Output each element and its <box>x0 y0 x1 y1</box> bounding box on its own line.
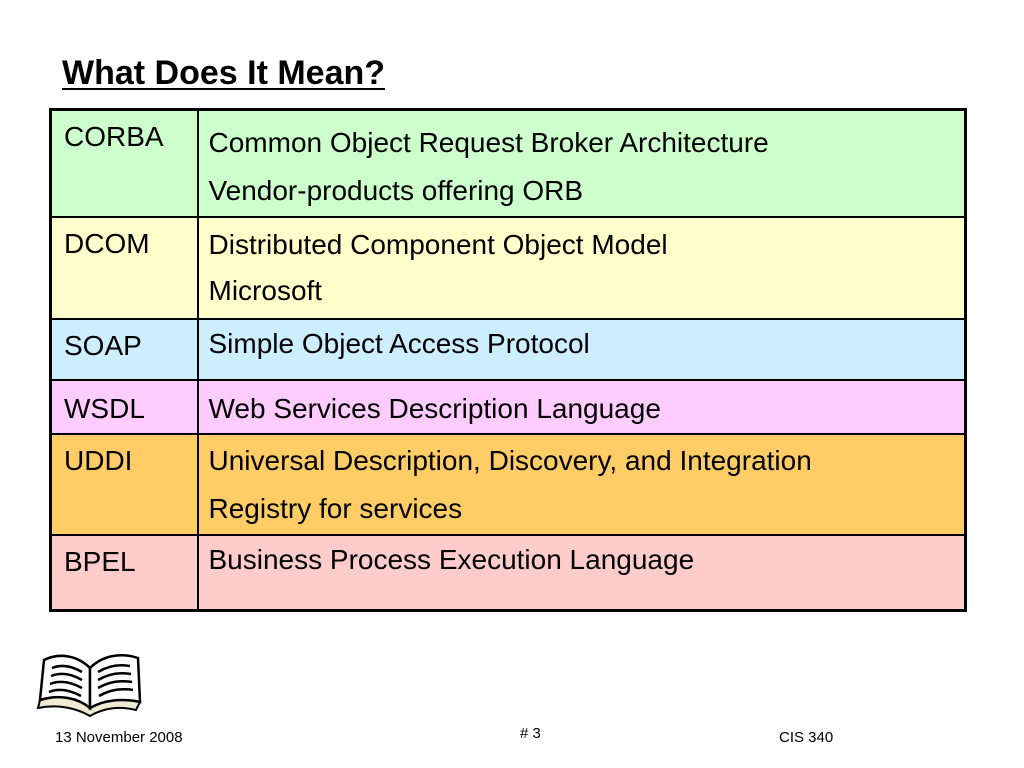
acronym-cell: WSDL <box>49 378 199 435</box>
description-cell: Universal Description, Discovery, and In… <box>196 432 967 536</box>
description-line: Vendor-products offering ORB <box>208 175 584 206</box>
description-line: Microsoft <box>208 274 323 306</box>
footer-date: 13 November 2008 <box>55 729 183 746</box>
table-row: UDDI Universal Description, Discovery, a… <box>49 432 967 536</box>
table-row: BPEL Business Process Execution Language <box>49 533 967 612</box>
description-line: Registry for services <box>208 492 463 524</box>
description-cell: Common Object Request Broker Architectur… <box>196 108 967 218</box>
description-line: Web Services Description Language <box>208 392 661 424</box>
footer-page-number: # 3 <box>520 725 541 742</box>
description-cell: Simple Object Access Protocol <box>196 317 967 381</box>
description-cell: Business Process Execution Language <box>196 533 967 612</box>
description-line: Common Object Request Broker Architectur… <box>208 127 769 158</box>
table-row: DCOM Distributed Component Object Model … <box>49 215 967 320</box>
acronym-cell: SOAP <box>49 317 199 381</box>
acronym-cell: DCOM <box>49 215 199 320</box>
slide-title: What Does It Mean? <box>62 54 386 92</box>
table-row: WSDL Web Services Description Language <box>49 378 967 435</box>
table-row: SOAP Simple Object Access Protocol <box>49 317 967 381</box>
description-line: Distributed Component Object Model <box>208 228 668 260</box>
description-cell: Distributed Component Object Model Micro… <box>196 215 967 320</box>
table-row: CORBA Common Object Request Broker Archi… <box>49 108 967 218</box>
description-line: Universal Description, Discovery, and In… <box>208 444 812 476</box>
acronym-cell: BPEL <box>49 533 199 612</box>
acronym-table: CORBA Common Object Request Broker Archi… <box>49 108 967 612</box>
acronym-cell: UDDI <box>49 432 199 536</box>
description-line: Simple Object Access Protocol <box>208 327 590 359</box>
footer-course: CIS 340 <box>779 729 834 746</box>
open-book-icon <box>34 646 144 718</box>
description-line: Business Process Execution Language <box>208 543 695 575</box>
description-cell: Web Services Description Language <box>196 378 967 435</box>
acronym-cell: CORBA <box>49 108 199 218</box>
